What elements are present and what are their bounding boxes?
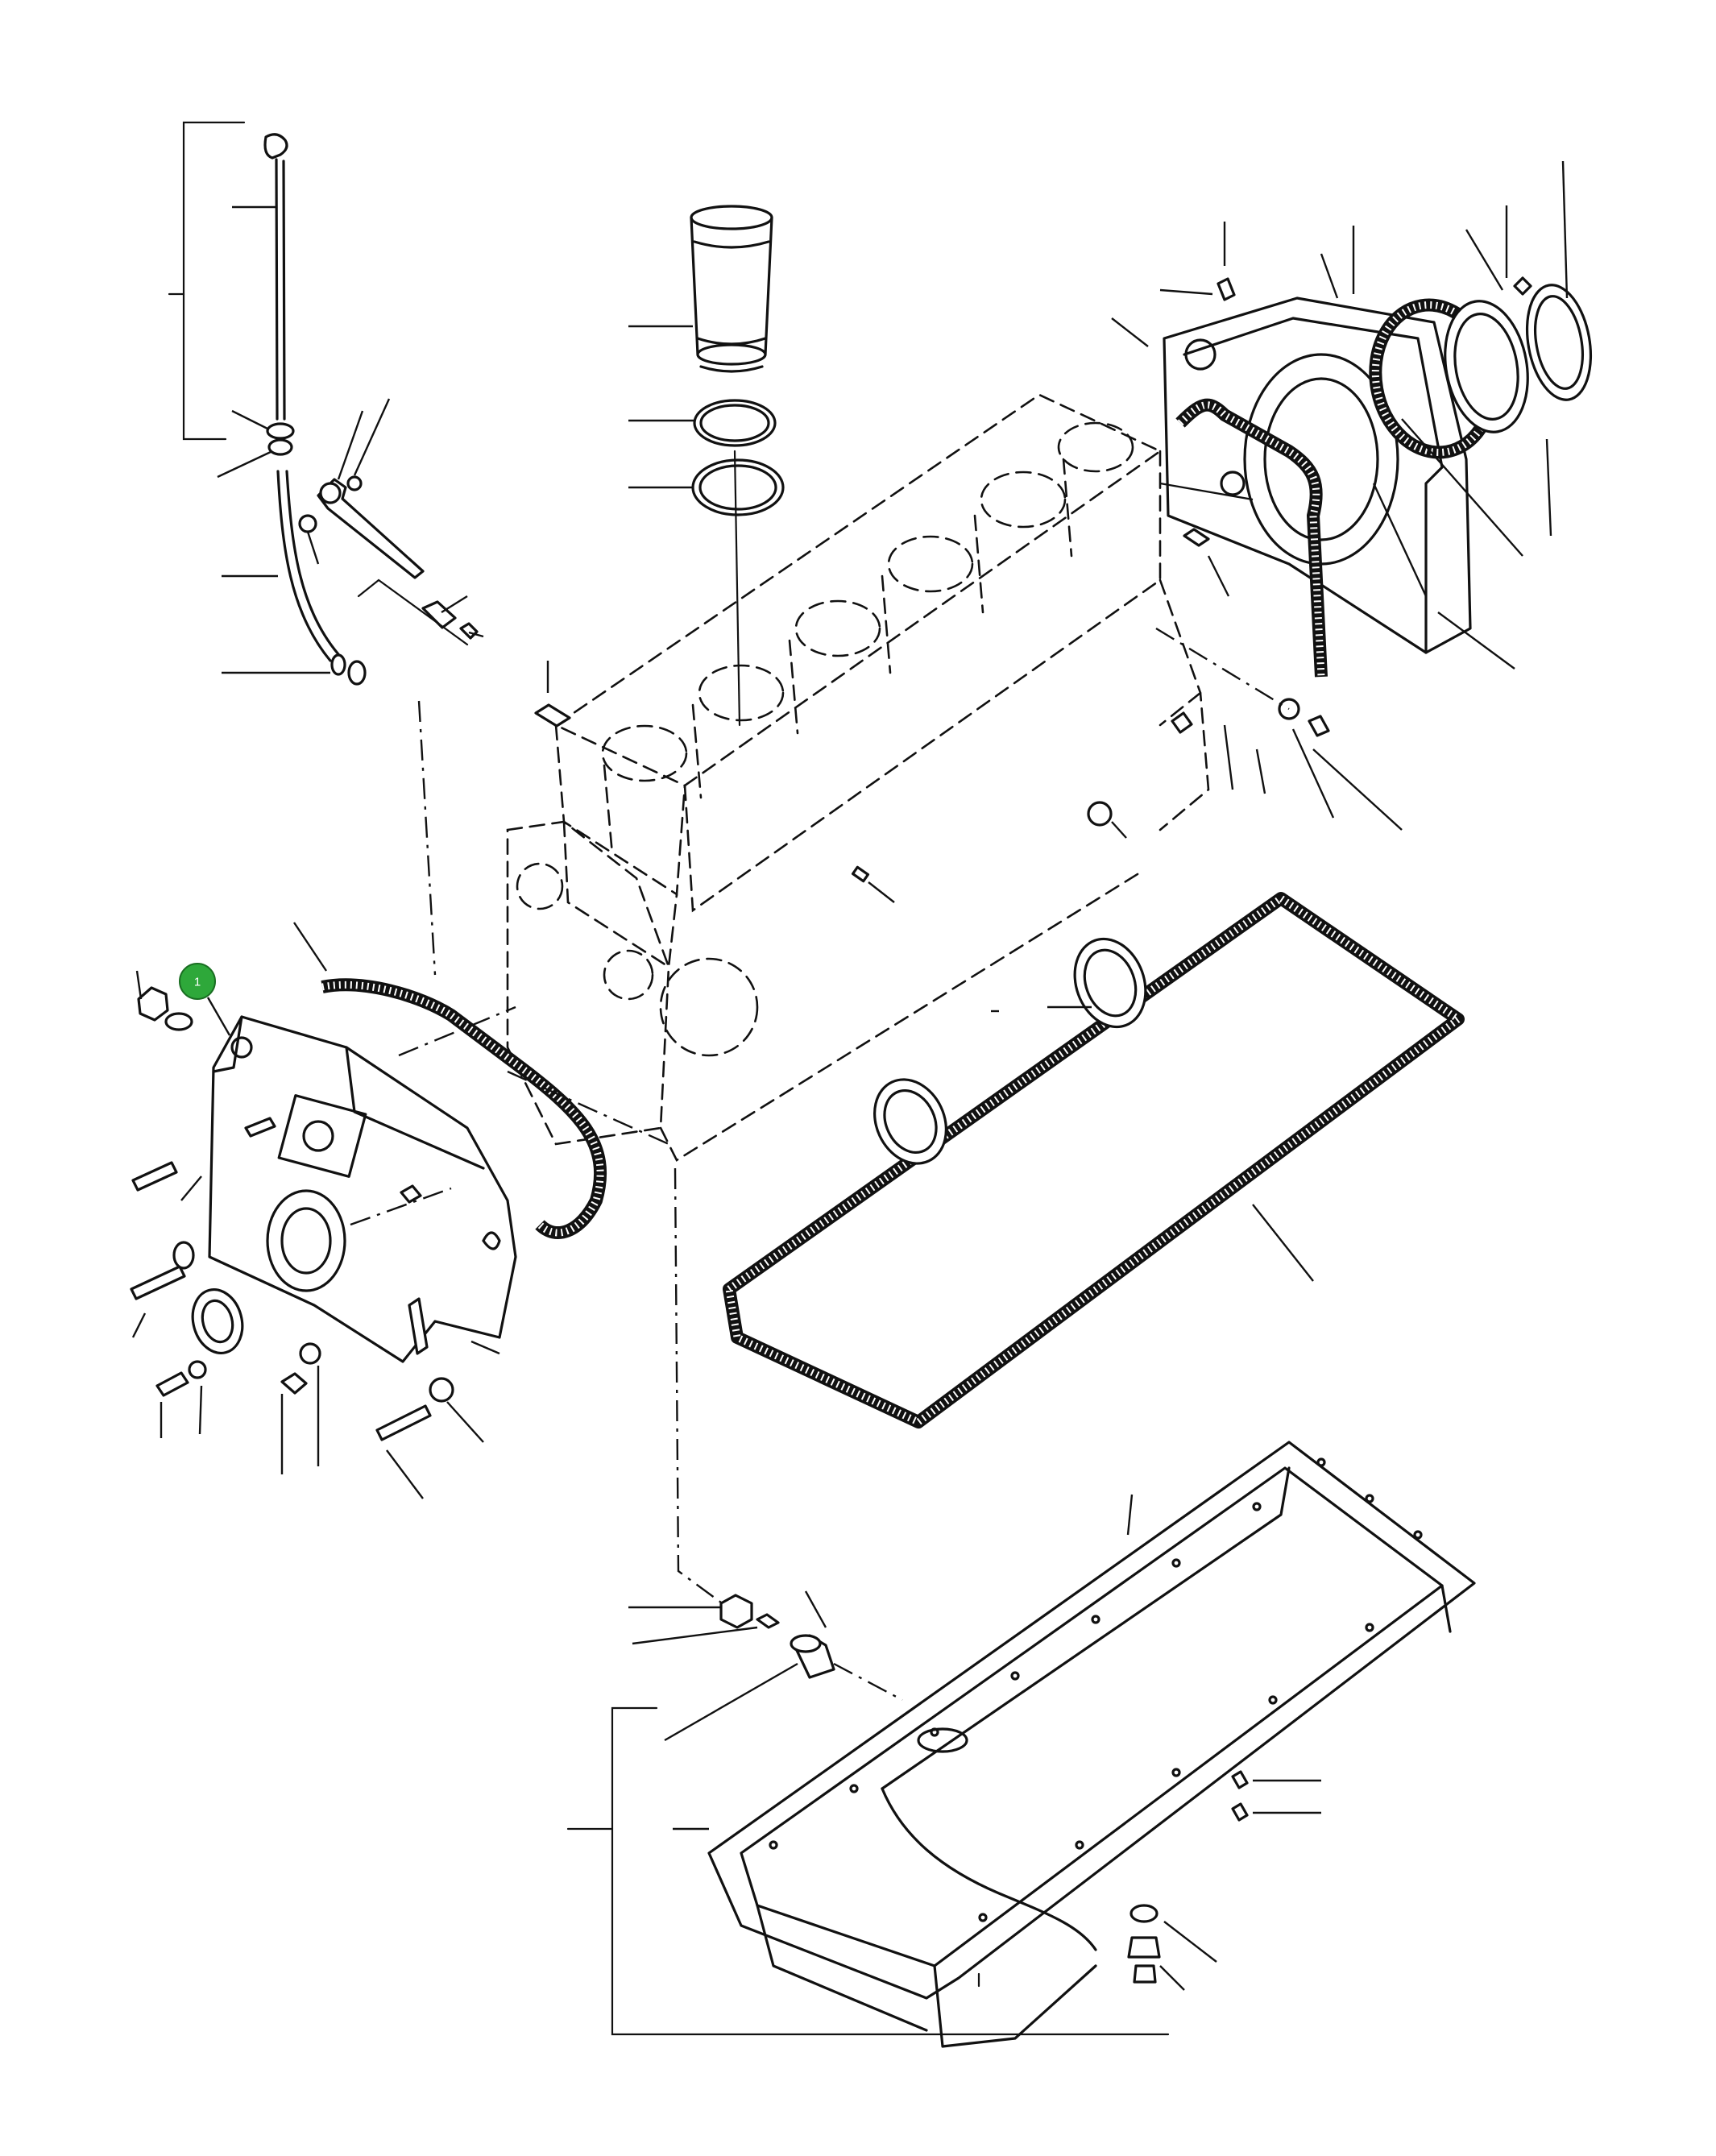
centerline xyxy=(507,1070,669,1146)
centerline xyxy=(674,1167,734,1612)
oil-pan-assembly xyxy=(566,1441,1476,2048)
callout-1-marker[interactable] xyxy=(179,963,216,1000)
timing-cover-assembly xyxy=(130,922,607,1499)
callout-1-badge[interactable]: 1 xyxy=(179,963,216,1000)
oil-pan-gasket xyxy=(723,892,1465,1428)
flywheel-housing-assembly xyxy=(1111,160,1593,831)
dipstick-assembly xyxy=(168,121,484,686)
callout-1-leader xyxy=(206,997,231,1036)
centerline xyxy=(417,700,437,976)
engine-block xyxy=(506,393,1210,1162)
cylinder-liner-set xyxy=(628,205,785,727)
callout-1-label: 1 xyxy=(194,976,201,989)
